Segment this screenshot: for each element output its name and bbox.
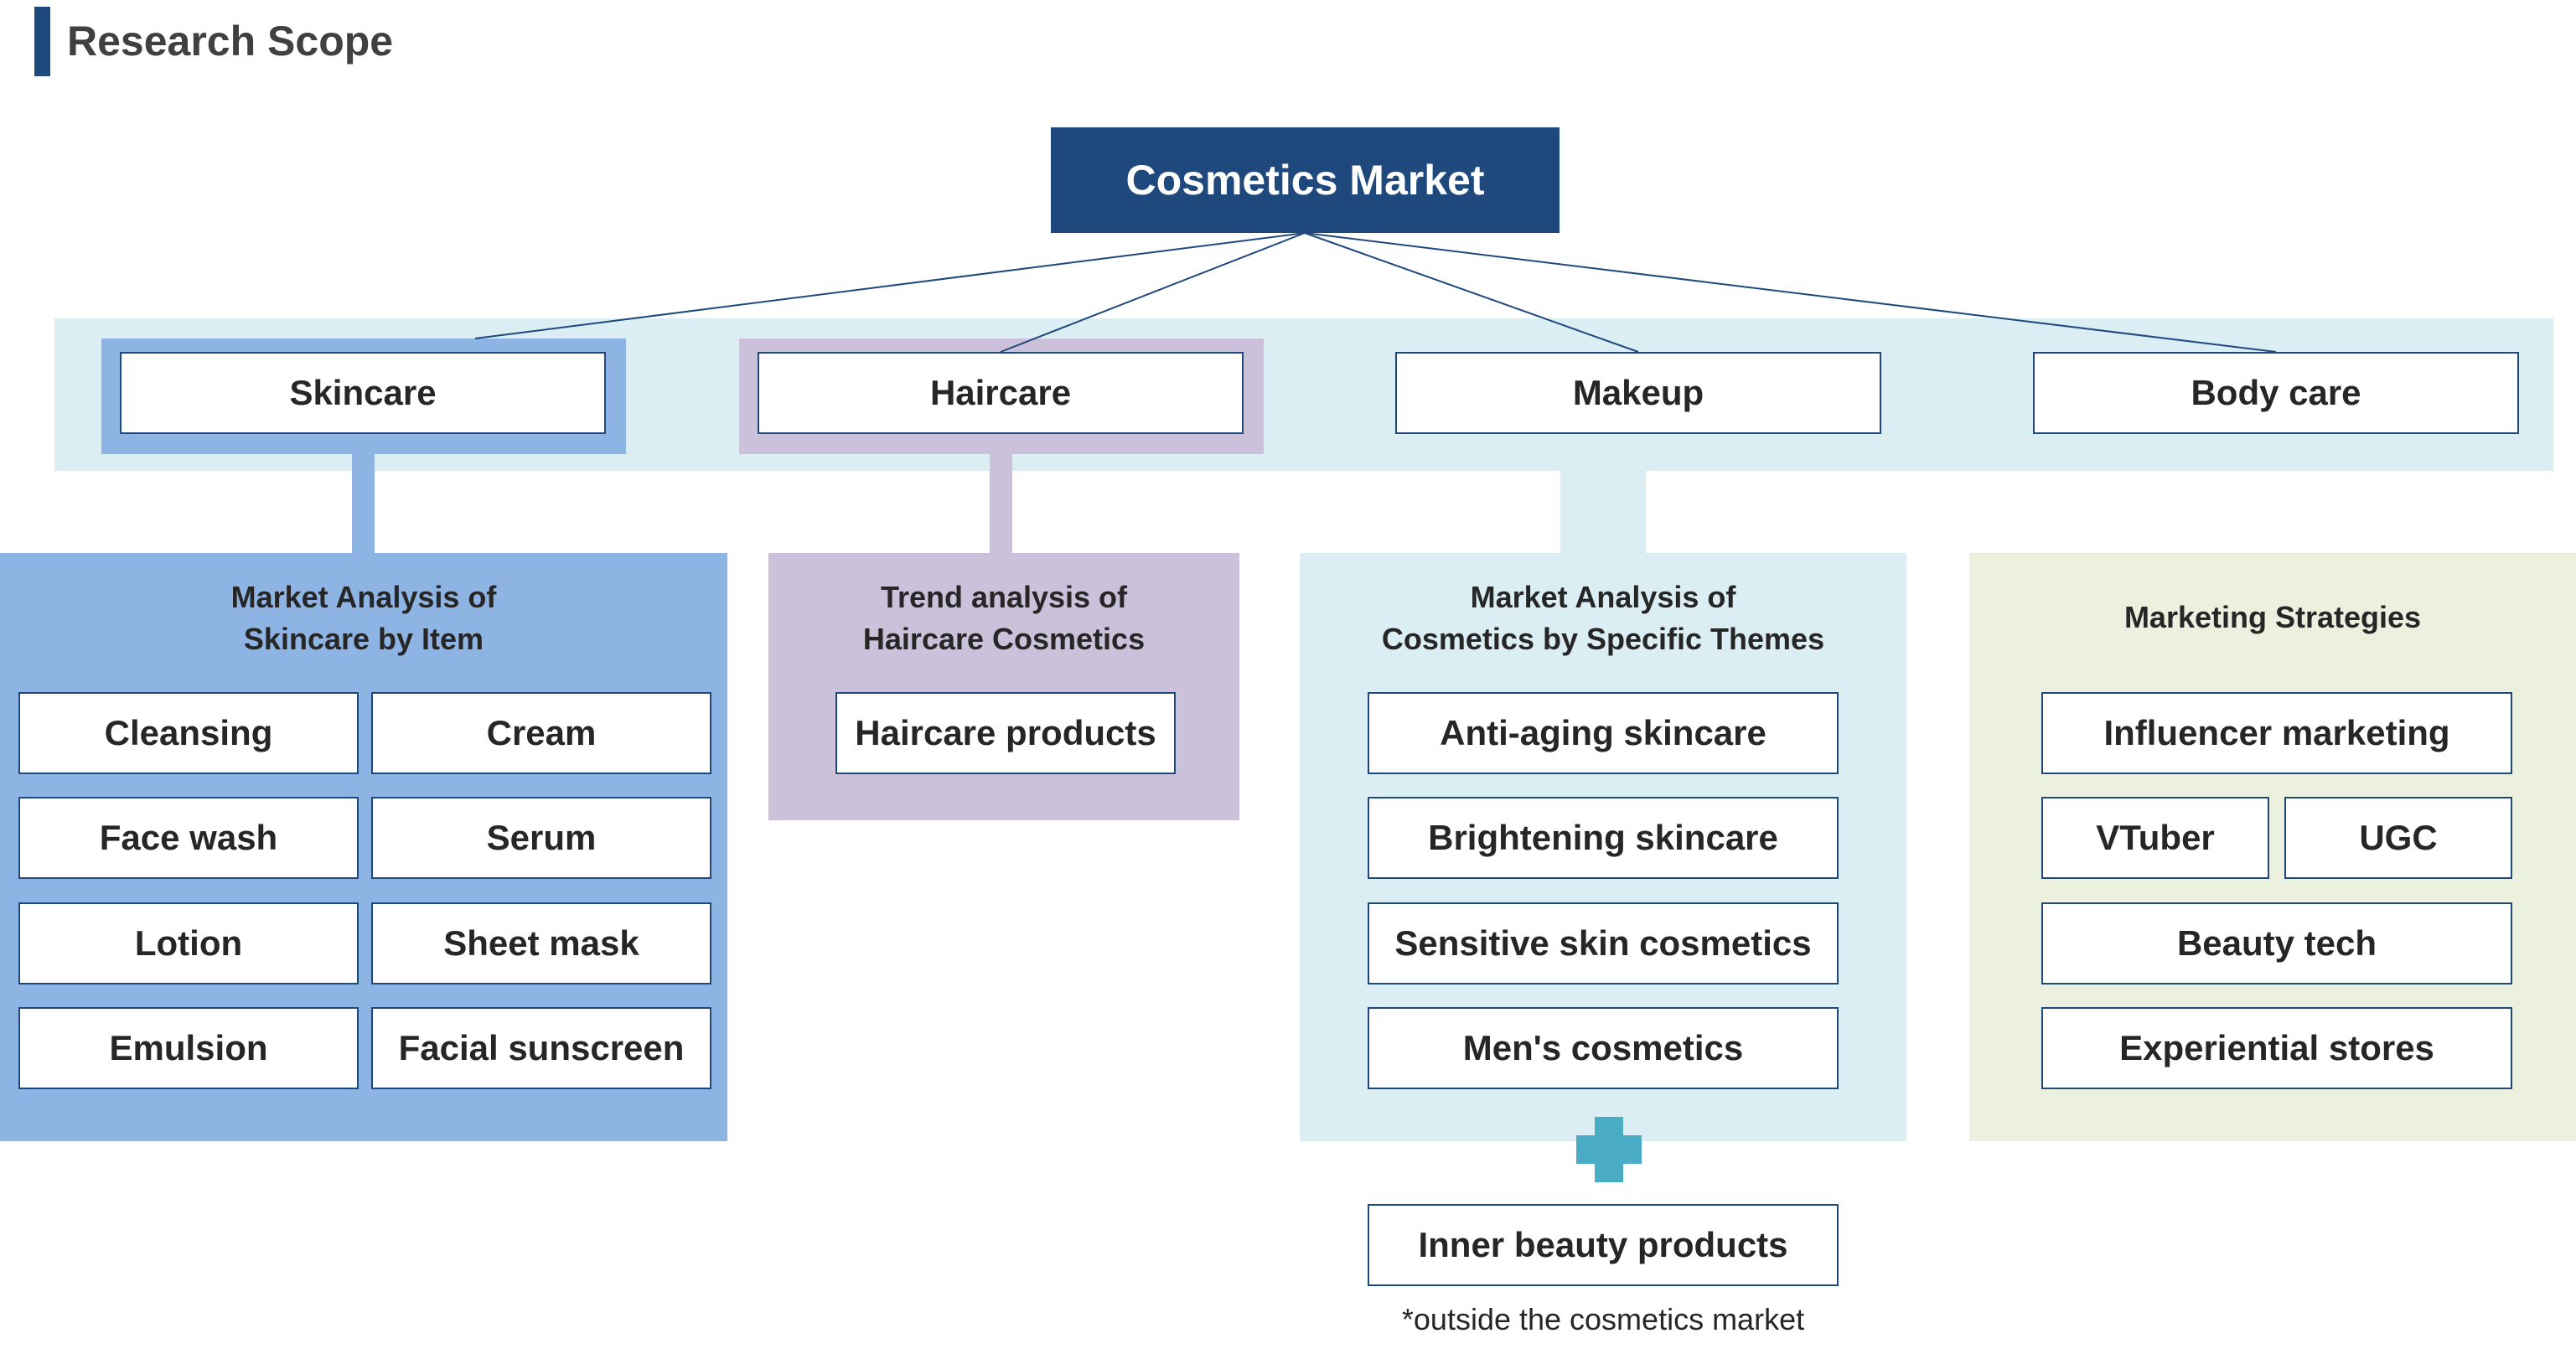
item-inner-beauty-products: Inner beauty products <box>1368 1204 1839 1286</box>
item-vtuber: VTuber <box>2041 797 2269 879</box>
makeup-stem <box>1560 471 1646 555</box>
panel-skincare: Market Analysis of Skincare by Item Clea… <box>0 553 727 1141</box>
panel-haircare-title: Trend analysis of Haircare Cosmetics <box>768 576 1239 660</box>
item-cleansing: Cleansing <box>18 692 359 774</box>
footnote-outside-market: *outside the cosmetics market <box>1401 1302 1805 1336</box>
panel-haircare: Trend analysis of Haircare Cosmetics Hai… <box>768 553 1239 820</box>
root-node-cosmetics-market: Cosmetics Market <box>1051 127 1560 233</box>
panel-themes-title: Market Analysis of Cosmetics by Specific… <box>1300 576 1906 660</box>
item-face-wash: Face wash <box>18 797 359 879</box>
category-makeup: Makeup <box>1395 352 1881 434</box>
category-haircare: Haircare <box>758 352 1244 434</box>
panel-themes-title-line1: Market Analysis of <box>1470 580 1736 614</box>
category-body-care: Body care <box>2033 352 2519 434</box>
item-brightening-skincare: Brightening skincare <box>1368 797 1839 879</box>
item-haircare-products: Haircare products <box>835 692 1176 774</box>
panel-skincare-title-line1: Market Analysis of <box>230 580 497 614</box>
page-title: Research Scope <box>67 18 394 65</box>
item-beauty-tech: Beauty tech <box>2041 902 2512 984</box>
item-mens-cosmetics: Men's cosmetics <box>1368 1007 1839 1089</box>
item-lotion: Lotion <box>18 902 359 984</box>
item-facial-sunscreen: Facial sunscreen <box>371 1007 711 1089</box>
haircare-stem <box>990 454 1012 555</box>
plus-icon <box>1576 1117 1642 1182</box>
panel-haircare-title-line1: Trend analysis of <box>880 580 1128 614</box>
panel-haircare-title-line2: Haircare Cosmetics <box>862 622 1146 656</box>
category-skincare: Skincare <box>120 352 606 434</box>
skincare-stem <box>352 454 375 555</box>
panel-marketing-title: Marketing Strategies <box>2123 600 2422 634</box>
item-sensitive-skin-cosmetics: Sensitive skin cosmetics <box>1368 902 1839 984</box>
item-experiential-stores: Experiential stores <box>2041 1007 2512 1089</box>
item-serum: Serum <box>371 797 711 879</box>
item-sheet-mask: Sheet mask <box>371 902 711 984</box>
item-ugc: UGC <box>2284 797 2512 879</box>
panel-specific-themes: Market Analysis of Cosmetics by Specific… <box>1300 553 1906 1141</box>
panel-marketing-strategies: Marketing Strategies Influencer marketin… <box>1969 553 2576 1141</box>
panel-skincare-title: Market Analysis of Skincare by Item <box>0 576 727 660</box>
item-cream: Cream <box>371 692 711 774</box>
title-accent-bar <box>34 7 50 76</box>
panel-themes-title-line2: Cosmetics by Specific Themes <box>1381 622 1825 656</box>
item-influencer-marketing: Influencer marketing <box>2041 692 2512 774</box>
item-anti-aging-skincare: Anti-aging skincare <box>1368 692 1839 774</box>
panel-skincare-title-line2: Skincare by Item <box>243 622 484 656</box>
item-emulsion: Emulsion <box>18 1007 359 1089</box>
